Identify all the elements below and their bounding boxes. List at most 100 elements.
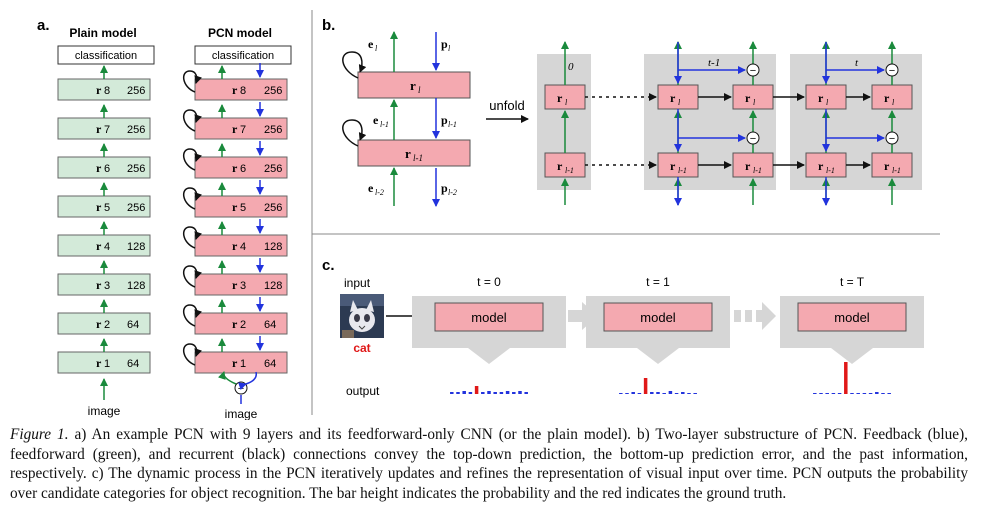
plain-layer-size: 64: [127, 319, 139, 331]
cat-image: [340, 294, 384, 338]
e-lm1-sub: l-1: [380, 120, 389, 129]
unrolled-r-lm1-1-r: r: [670, 159, 676, 173]
input-label: input: [344, 276, 371, 290]
plain-classification-box: [57, 45, 155, 65]
output-bar: [650, 392, 654, 394]
col-label-t-minus-1: t-1: [708, 57, 720, 69]
plain-layer-size: 128: [127, 280, 145, 292]
pcn-recurrent-loop: [183, 304, 203, 327]
flow-arrow-0: [568, 302, 598, 330]
pcn-layer-index: 2: [240, 319, 246, 331]
pcn-layer-r: r: [232, 122, 238, 136]
plain-layer-r: r: [96, 200, 102, 214]
output-bar: [662, 393, 666, 394]
pcn-layer-index: 1: [240, 358, 246, 370]
pcn-layer-index: 8: [240, 85, 246, 97]
plain-layer-size: 128: [127, 241, 145, 253]
unrolled-r-l-0-sub: l: [565, 98, 568, 107]
unrolled-minus-mid: −: [750, 133, 756, 145]
pcn-classification-label: classification: [212, 50, 274, 62]
pcn-recurrent-loop: [183, 109, 203, 132]
pcn-layer-r: r: [232, 278, 238, 292]
output-bar: [831, 393, 836, 394]
pcn-layer-index: 4: [240, 241, 246, 253]
figure-canvas: a. Plain model PCN model classification …: [37, 10, 940, 420]
unrolled-r-l-1-r: r: [670, 91, 676, 105]
pcn-layer-index: 6: [240, 163, 246, 175]
unfold-label: unfold: [489, 98, 524, 113]
layer-lm1-sub: l-1: [413, 153, 423, 163]
layer-l-sub: l: [418, 85, 421, 95]
output-bar: [487, 391, 491, 394]
flow-dot-2: [745, 310, 752, 322]
output-bar: [668, 391, 673, 394]
unrolled-r-l-2-sub: l: [753, 98, 756, 107]
output-bar: [643, 378, 648, 394]
panel-b-label: b.: [322, 17, 335, 34]
plain-layer-index: 8: [104, 85, 110, 97]
output-bar: [512, 392, 516, 394]
p-lm1-label: p: [441, 113, 448, 127]
model-box: [434, 302, 544, 332]
pcn-layer-r: r: [232, 356, 238, 370]
pcn-error-arrow-left: [217, 371, 237, 385]
layer-l-box: [357, 71, 471, 99]
e-lm1-label: e: [373, 113, 379, 127]
model-label: model: [471, 310, 507, 325]
p-lm2-label: p: [441, 181, 448, 195]
output-bar: [518, 391, 522, 394]
unrolled-r-lm1-3-sub: l-1: [826, 166, 835, 175]
plain-layer-index: 4: [104, 241, 110, 253]
pcn-recurrent-loop: [183, 343, 203, 366]
pcn-layer-size: 128: [264, 280, 282, 292]
pcn-layer-box: [194, 117, 288, 140]
layer-lm1-r: r: [405, 146, 411, 161]
pcn-layer-r: r: [232, 239, 238, 253]
unrolled-r-l-3-r: r: [818, 91, 824, 105]
p-l-sub: l: [448, 44, 451, 53]
output-bar: [505, 391, 510, 394]
pcn-layer-box: [194, 156, 288, 179]
layer-l-r: r: [410, 78, 416, 93]
unrolled-minus-top: −: [889, 65, 895, 77]
unrolled-r-lm1-2: [732, 152, 774, 178]
cat-label: cat: [353, 341, 370, 355]
unrolled-r-lm1-2-r: r: [745, 159, 751, 173]
pcn-layer-box: [194, 195, 288, 218]
plain-layer-index: 1: [104, 358, 110, 370]
pcn-model-title: PCN model: [208, 26, 272, 40]
pcn-layer-size: 64: [264, 319, 276, 331]
output-bar: [499, 392, 504, 394]
e-lm2-sub: l-2: [375, 188, 384, 197]
pcn-recurrent-loop: [183, 226, 203, 249]
unrolled-r-lm1-3-r: r: [818, 159, 824, 173]
unrolled-minus-top: −: [750, 65, 756, 77]
plain-layer-r: r: [96, 278, 102, 292]
plain-layer-index: 7: [104, 124, 110, 136]
e-l-label: e: [368, 37, 374, 51]
panel-c-label: c.: [322, 257, 335, 274]
pcn-layer-index: 7: [240, 124, 246, 136]
caption-text: a) An example PCN with 9 layers and its …: [10, 426, 968, 502]
pcn-recurrent-loop: [183, 148, 203, 171]
flow-arrow-1: [756, 302, 776, 330]
unrolled-r-l-0: [544, 84, 586, 110]
step-time-label: t = T: [840, 275, 865, 289]
plain-model-title: Plain model: [69, 26, 136, 40]
output-bar: [493, 392, 497, 394]
output-bar: [881, 393, 885, 394]
plain-layer-index: 2: [104, 319, 110, 331]
model-label: model: [834, 310, 870, 325]
pcn-recurrent-loop: [183, 70, 203, 93]
output-bar: [813, 393, 817, 394]
plain-layer-index: 6: [104, 163, 110, 175]
panel-b: b. r l r l-1 e l p l e l-1 p l-1 e l-2 p…: [322, 17, 922, 207]
recurrent-loop-l: [342, 51, 367, 79]
p-lm2-sub: l-2: [448, 188, 457, 197]
unrolled-r-lm1-4-r: r: [884, 159, 890, 173]
output-bar: [862, 393, 867, 394]
output-bar: [674, 393, 679, 394]
pcn-layer-size: 128: [264, 241, 282, 253]
